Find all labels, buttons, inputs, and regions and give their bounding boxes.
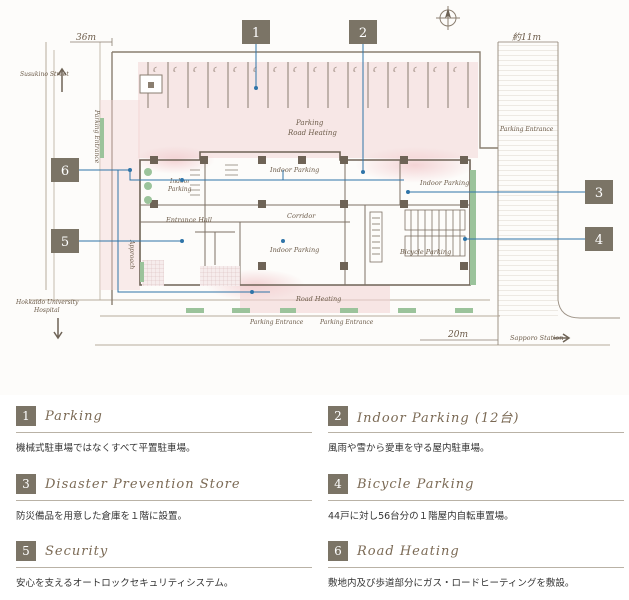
site-plan: ☾ ☾ ☾ ☾ ☾ ☾ ☾ ☾ ☾ ☾ ☾ ☾ ☾ ☾ ☾ ☾ [15,6,620,346]
dim-36m: 36m [76,33,96,43]
marker-2: 2 [349,20,377,44]
legend-description: 機械式駐車場ではなくすべて平置駐車場。 [16,443,196,454]
road-heating-bottom: Road Heating [295,295,341,303]
svg-text:3: 3 [595,186,603,201]
indoor-parking-right: Indoor Parking [419,179,469,187]
bicycle-parking-label: Bicycle Parking [399,248,451,256]
dim-11m: 約11m [512,32,541,43]
legend-title: Road Heating [357,543,460,559]
hospital-label-2: Hospital [33,307,60,314]
legend-title: Security [45,543,109,559]
indoor-parking-top: Indoor Parking [269,166,319,174]
legend-title: Disaster Prevention Store [45,476,241,492]
parking-entrance-right: Parking Entrance [499,126,554,133]
svg-text:☾: ☾ [172,66,178,74]
legend-description: 防災備品を用意した倉庫を１階に設置。 [16,511,188,522]
svg-text:☾: ☾ [432,66,438,74]
svg-text:☾: ☾ [272,66,278,74]
legend-number: 1 [16,406,36,426]
arrow-up-icon [57,67,67,92]
divider [16,432,312,433]
divider [328,567,624,568]
svg-text:☾: ☾ [232,66,238,74]
legend-item-4: 4 Bicycle Parking 44戸に対し56台分の１階屋内自転車置場。 [328,474,624,522]
legend-title: Indoor Parking (12台) [357,410,520,426]
corridor-label: Corridor [287,212,316,220]
legend-description: 44戸に対し56台分の１階屋内自転車置場。 [328,511,514,522]
parking-stalls [147,62,469,108]
divider [16,500,312,501]
leader-lines [79,44,585,293]
divider [328,500,624,501]
hospital-label-1: Hokkaido University [15,299,79,306]
approach-label: Approach [128,239,135,269]
compass-icon [436,6,460,30]
dim-20m: 20m [447,330,468,340]
entrance-hall-label: Entrance Hall [165,216,212,224]
legend-item-3: 3 Disaster Prevention Store 防災備品を用意した倉庫を１… [16,474,312,522]
marker-4: 4 [585,227,613,251]
svg-text:5: 5 [61,235,69,250]
svg-text:6: 6 [61,164,69,179]
legend-title: Bicycle Parking [357,476,475,492]
legend-item-6: 6 Road Heating 敷地内及び歩道部分にガス・ロードヒーティングを敷設。 [328,541,624,589]
svg-text:☾: ☾ [352,66,358,74]
marker-1: 1 [242,20,270,44]
street-label: Susukino Street [20,71,69,78]
divider [16,567,312,568]
legend-item-5: 5 Security 安心を支えるオートロックセキュリティシステム。 [16,541,312,589]
svg-text:☾: ☾ [192,66,198,74]
bicycle-racks [369,209,466,263]
legend-number: 3 [16,474,36,494]
svg-text:☾: ☾ [392,66,398,74]
svg-text:☾: ☾ [412,66,418,74]
legend-number: 4 [328,474,348,494]
svg-text:2: 2 [359,26,367,41]
parking-entrance-left: Parking Entrance [93,109,100,164]
svg-text:4: 4 [595,233,603,248]
svg-text:☾: ☾ [212,66,218,74]
legend-number: 6 [328,541,348,561]
svg-text:☾: ☾ [372,66,378,74]
legend-item-1: 1 Parking 機械式駐車場ではなくすべて平置駐車場。 [16,406,312,454]
indoor-parking-left-1: Indoor [169,178,191,185]
legend-item-2: 2 Indoor Parking (12台) 風雨や雪から愛車を守る屋内駐車場。 [328,406,624,454]
indoor-parking-center: Indoor Parking [269,246,319,254]
marker-6: 6 [51,158,79,182]
svg-text:1: 1 [252,26,260,41]
svg-text:☾: ☾ [292,66,298,74]
svg-text:☾: ☾ [452,66,458,74]
parking-entrance-bottom-1: Parking Entrance [249,319,304,326]
svg-text:☾: ☾ [332,66,338,74]
parking-entrance-bottom-2: Parking Entrance [319,319,374,326]
legend-description: 敷地内及び歩道部分にガス・ロードヒーティングを敷設。 [328,578,575,589]
legend-number: 5 [16,541,36,561]
divider [328,432,624,433]
sapporo-station-label: Sapporo Station [510,334,563,342]
arrow-right-icon [553,333,571,343]
road-heating-label: Road Heating [287,129,337,137]
legend-description: 安心を支えるオートロックセキュリティシステム。 [16,578,234,589]
legend-title: Parking [45,408,103,424]
marker-3: 3 [585,180,613,204]
svg-text:☾: ☾ [152,66,158,74]
parking-label: Parking [295,119,324,127]
svg-text:☾: ☾ [252,66,258,74]
arrow-down-icon [53,318,63,340]
indoor-parking-left-2: Parking [167,186,192,193]
svg-text:☾: ☾ [312,66,318,74]
marker-5: 5 [51,229,79,253]
right-street [498,42,558,320]
legend-number: 2 [328,406,348,426]
legend-description: 風雨や雪から愛車を守る屋内駐車場。 [328,443,490,454]
